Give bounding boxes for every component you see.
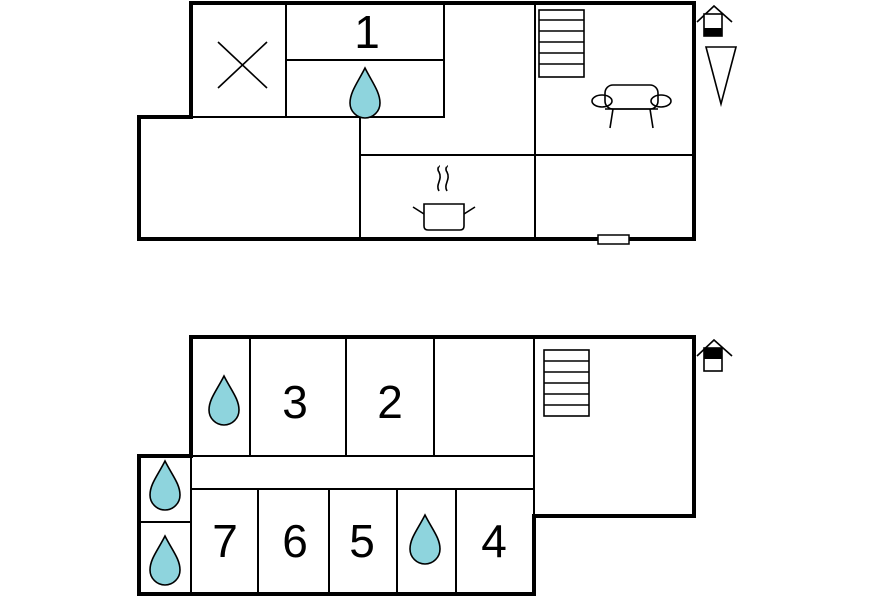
- lower-floor-outline: [137, 335, 696, 596]
- stairs-icon: [543, 349, 590, 417]
- water-drop-icon: [149, 459, 181, 511]
- water-drop-icon: [349, 66, 381, 119]
- room-7-number: 7: [212, 515, 238, 567]
- kitchen-pot-icon: [412, 165, 476, 231]
- water-drop-icon: [409, 513, 441, 565]
- room-4-number: 4: [481, 515, 507, 567]
- stairs-icon: [538, 9, 585, 78]
- x-mark-icon: [217, 41, 268, 89]
- room-1-number: 1: [354, 6, 380, 58]
- north-arrow-icon: [704, 46, 738, 108]
- water-drop-icon: [149, 534, 181, 586]
- room-6-number: 6: [282, 515, 308, 567]
- room-3-number: 3: [282, 376, 308, 428]
- entrance-house-icon: [696, 4, 733, 37]
- sofa-icon: [591, 84, 672, 129]
- room-2-number: 2: [377, 376, 403, 428]
- entrance-house-icon: [696, 338, 733, 372]
- upper-floor: 1: [137, 1, 738, 245]
- room-5-number: 5: [349, 515, 375, 567]
- lower-floor: 3 2 7 6 5 4: [137, 335, 733, 596]
- water-drop-icon: [208, 374, 240, 426]
- window-marker-icon: [597, 234, 630, 245]
